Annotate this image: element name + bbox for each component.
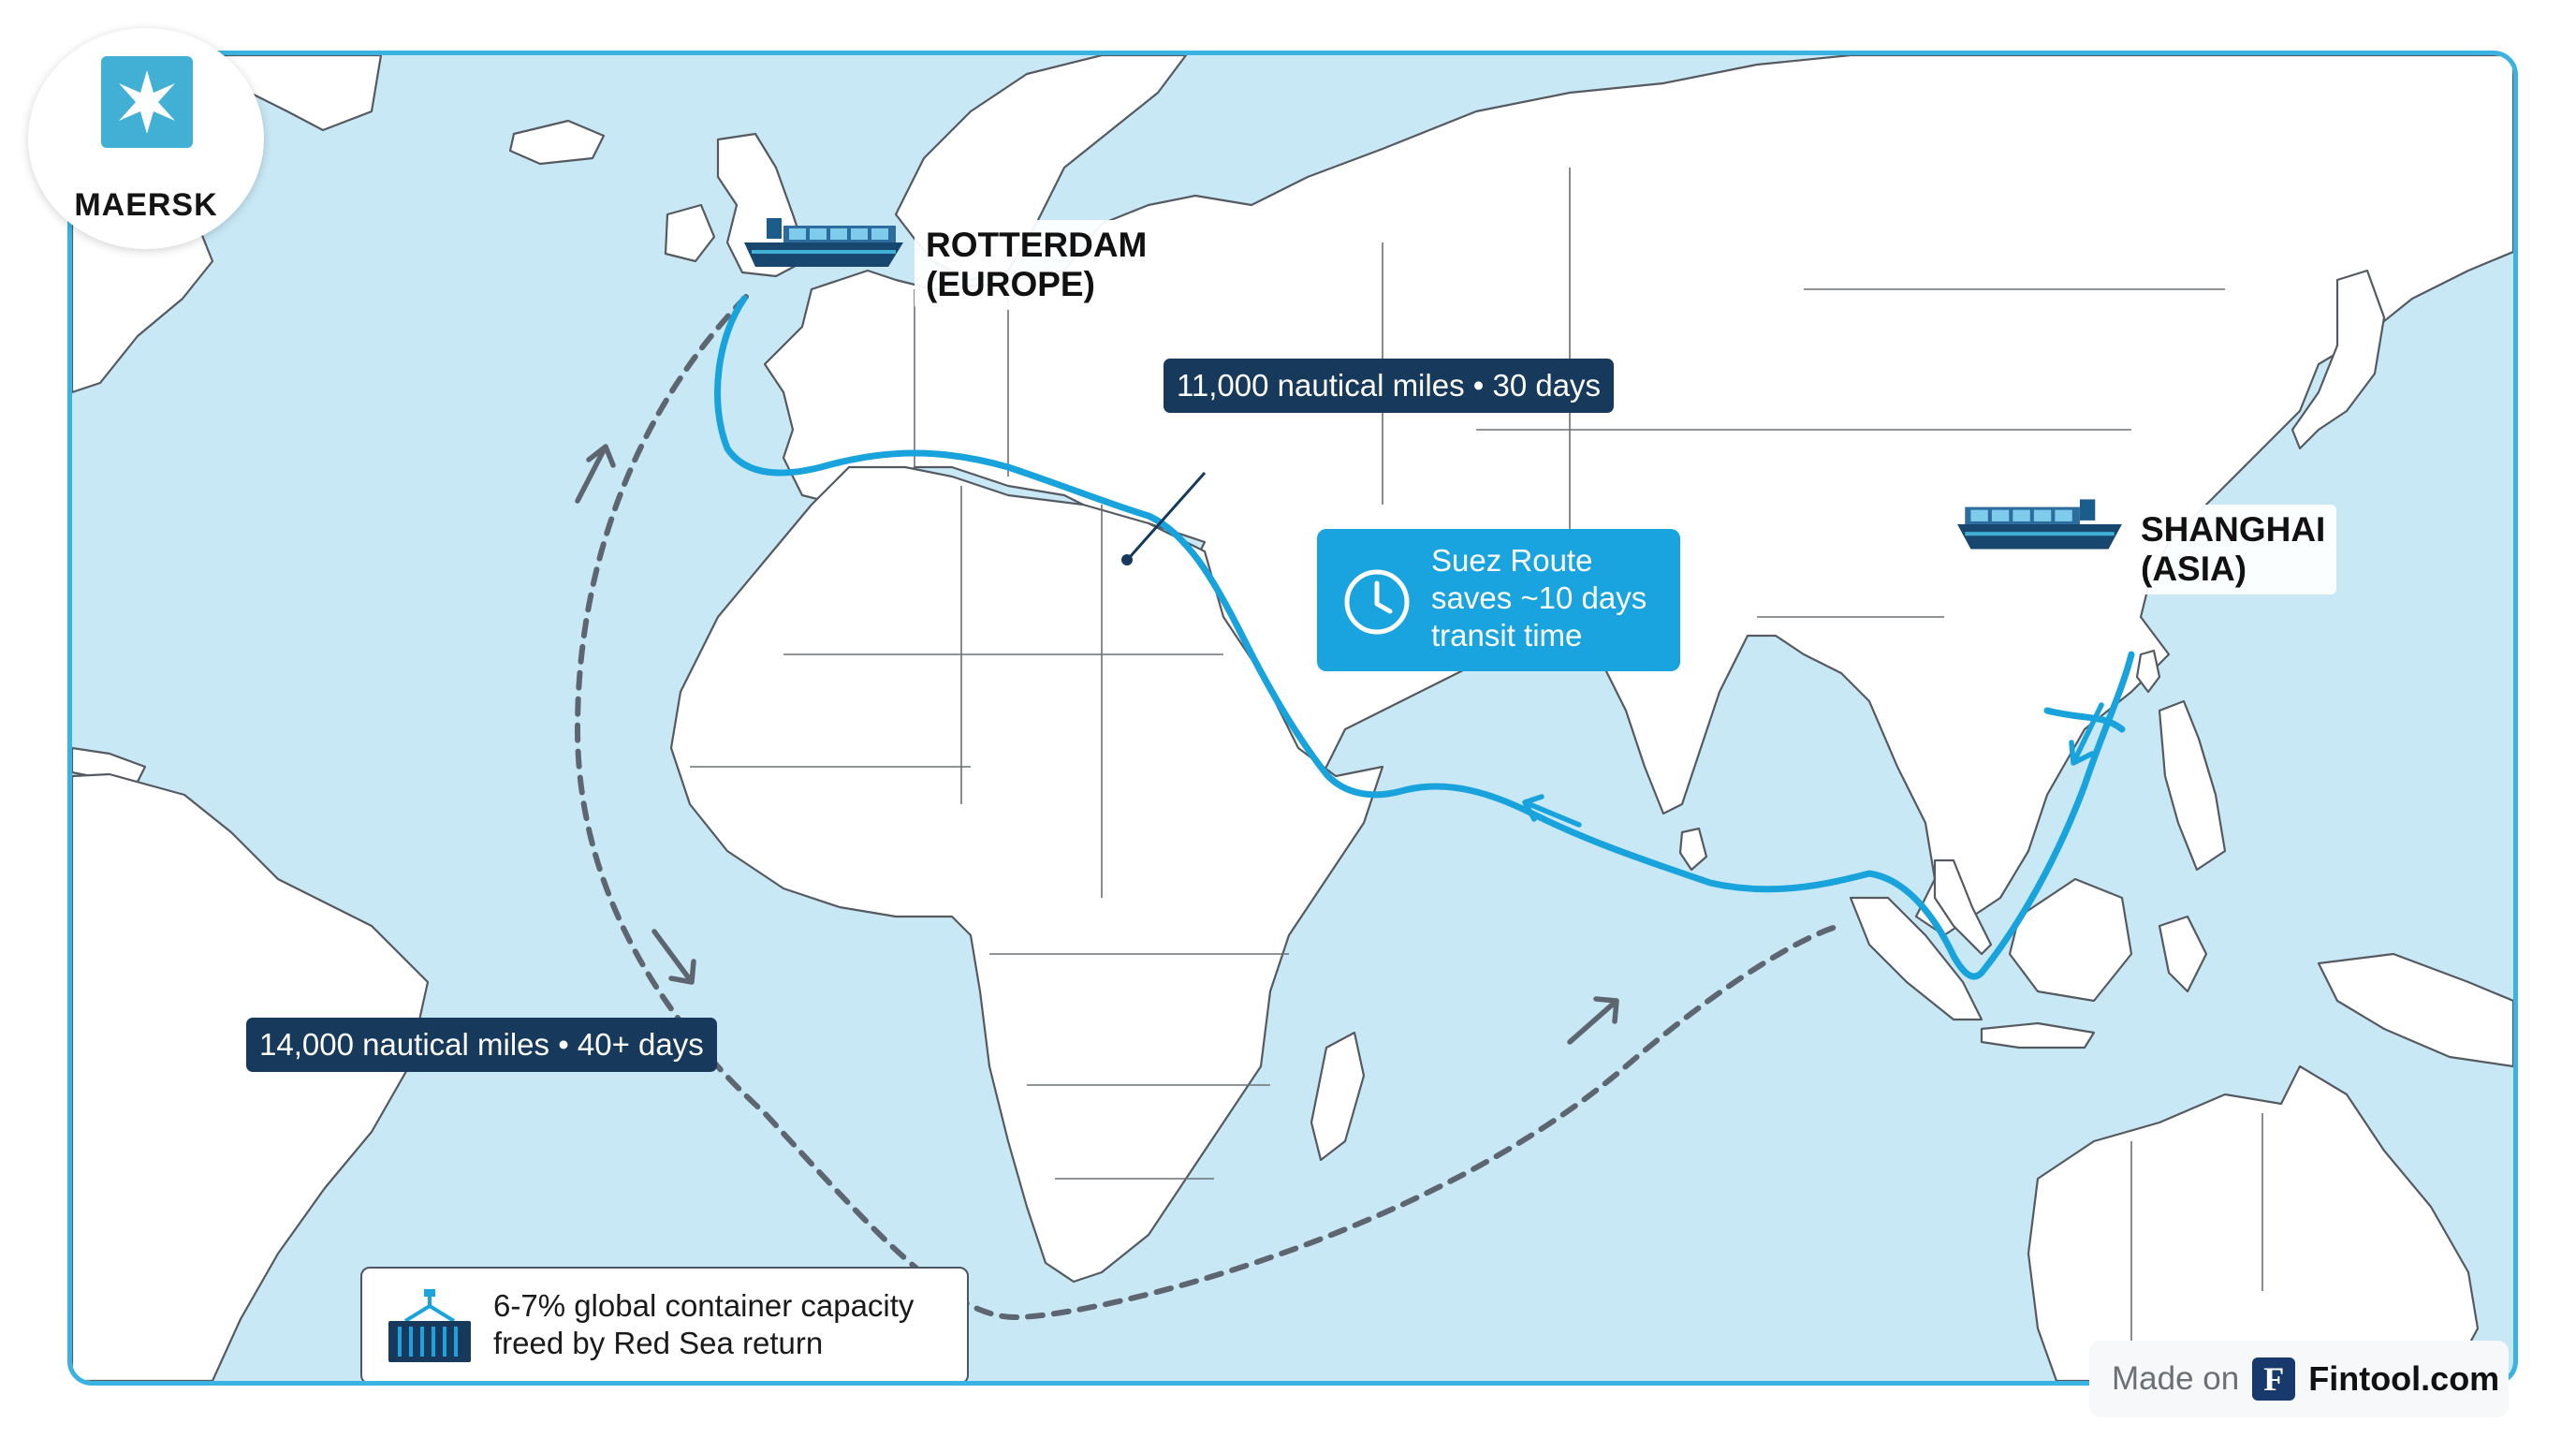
maersk-logo: MAERSK [28,28,264,249]
world-map [72,55,2513,1381]
landmass-borneo [2008,877,2133,1003]
container-crane-icon [388,1289,471,1362]
map-frame: ROTTERDAM (EUROPE) SHANGHAI (ASIA) 11,00… [67,51,2518,1386]
port-rotterdam-region: (EUROPE) [926,265,1095,303]
made-on-fintool-badge[interactable]: Made on F Fintool.com [2089,1341,2509,1417]
port-shanghai-name: SHANGHAI [2141,510,2326,549]
suez-route-line [714,295,2135,980]
landmass-madagascar [1310,1031,1366,1162]
suez-tag-leader-line [1128,472,1207,558]
cape-route-line [574,294,1844,1321]
port-label-rotterdam: ROTTERDAM (EUROPE) [915,220,1159,310]
landmass-sumatra [1849,896,1983,1021]
landmass-iceland [508,119,606,166]
ship-icon-shanghai [1957,499,2122,550]
landmass-ireland [664,203,716,263]
landmass-japan [2291,269,2386,450]
callout-line-1: Suez Route [1431,543,1593,578]
callout-line-3: transit time [1431,618,1583,653]
capacity-note-text: 6-7% global container capacity freed by … [493,1287,914,1362]
port-label-shanghai: SHANGHAI (ASIA) [2130,505,2337,594]
suez-tag-leader-dot [1121,554,1133,565]
capacity-line-1: 6-7% global container capacity [493,1288,915,1323]
suez-savings-callout: Suez Route saves ~10 days transit time [1317,529,1680,671]
landmass-sri-lanka [1678,827,1708,872]
capacity-line-2: freed by Red Sea return [493,1326,824,1360]
suez-callout-text: Suez Route saves ~10 days transit time [1431,542,1647,654]
maersk-wordmark: MAERSK [74,187,218,223]
ship-icon-rotterdam [744,218,903,267]
cape-arrow-north [575,444,616,504]
suez-arrow-south [2069,702,2104,766]
suez-distance-tag: 11,000 nautical miles • 30 days [1164,359,1615,413]
clock-icon [1344,569,1410,635]
fintool-brand-label: Fintool.com [2308,1359,2500,1398]
port-shanghai-region: (ASIA) [2141,550,2247,588]
landmass-java [1980,1021,2096,1049]
landmass-new-guinea [2317,952,2513,1068]
made-on-label: Made on [2112,1360,2240,1397]
cape-distance-tag: 14,000 nautical miles • 40+ days [246,1018,717,1072]
landmass-sulawesi [2158,915,2208,993]
cape-arrow-northeast [1567,996,1619,1045]
capacity-note: 6-7% global container capacity freed by … [360,1267,969,1381]
fintool-logo-icon: F [2252,1357,2296,1401]
landmass-malay-peninsula [1933,858,1993,956]
suez-route-branch [2043,707,2126,733]
landmass-taiwan [2135,649,2161,694]
port-rotterdam-name: ROTTERDAM [926,226,1148,264]
callout-line-2: saves ~10 days [1431,580,1647,615]
cape-arrow-south [651,929,696,985]
landmass-philippines [2158,699,2227,872]
landmass-australia [2027,1064,2480,1381]
maersk-star-icon [101,56,193,148]
suez-arrow-west [1522,794,1582,828]
